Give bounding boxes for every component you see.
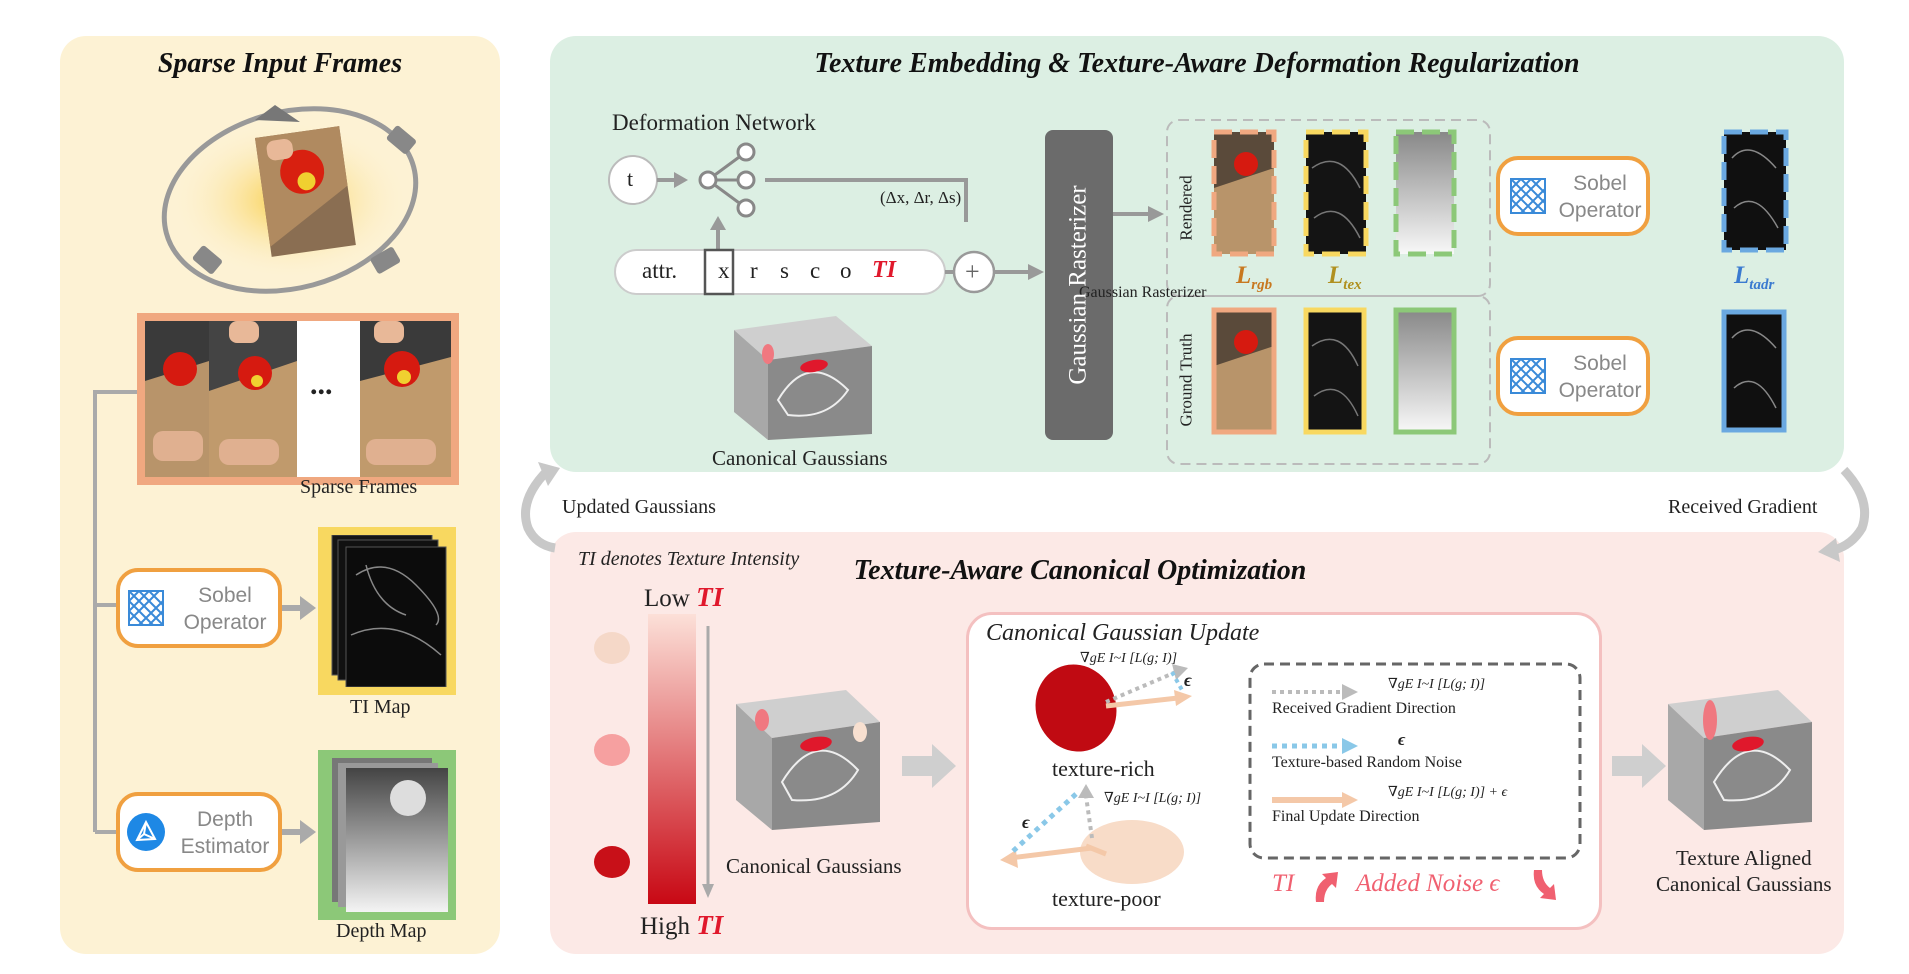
update-title: Canonical Gaussian Update [986, 620, 1260, 646]
low-ti-word: TI [696, 582, 724, 612]
aligned-label-line2: Canonical Gaussians [1656, 872, 1832, 896]
plus-sign: + [965, 257, 980, 286]
arrow-to-update [902, 744, 956, 788]
attr-x[interactable]: x [718, 258, 730, 283]
loss-tadr-sub: tadr [1749, 277, 1775, 293]
loss-tex: Ltex [1328, 262, 1362, 294]
loss-tex-main: L [1328, 262, 1344, 289]
texture-poor-label: texture-poor [1052, 886, 1161, 911]
ti-map-box [318, 527, 456, 695]
texture-aligned-cube [1668, 690, 1812, 830]
legend-noise: Texture-based Random Noise [1272, 754, 1462, 771]
ti-up-text: TI [1272, 870, 1295, 897]
legend-final: Final Update Direction [1272, 808, 1420, 825]
delta-label: (Δx, Δr, Δs) [880, 188, 962, 207]
ti-note: TI denotes Texture Intensity [578, 548, 800, 570]
sparse-frames-images [145, 321, 451, 477]
canonical-gaussians-top-label: Canonical Gaussians [712, 446, 888, 470]
depth-line1: Depth [196, 808, 254, 831]
sobel-left-line2: Operator [183, 611, 267, 634]
sobel-rendered-line1: Sobel [1573, 172, 1627, 195]
texture-embedding-title: Texture Embedding & Texture-Aware Deform… [814, 48, 1580, 79]
canonical-gaussians-bottom-label: Canonical Gaussians [726, 854, 902, 878]
added-noise-text: Added Noise ϵ [1356, 870, 1500, 897]
loss-rgb: Lrgb [1236, 262, 1272, 294]
legend-noise-formula: ϵ [1398, 730, 1406, 749]
high-ti-label: High TI [640, 910, 723, 941]
gaussian-rasterizer-rotated: Gaussian Rasterizer [1065, 185, 1093, 385]
eps-poor: ϵ [1022, 812, 1030, 832]
arrow-to-aligned [1612, 744, 1666, 788]
ground-truth-images [1211, 307, 1457, 435]
high-ti-word: TI [696, 910, 724, 940]
loss-tadr-main: L [1734, 262, 1750, 289]
low-label: Low [644, 585, 690, 612]
grad-formula-poor: ∇gE I~I [L(g; I)] [1104, 791, 1202, 806]
aligned-label-line1: Texture Aligned [1676, 846, 1812, 870]
ti-gradient-scale [594, 614, 714, 904]
up-arrow-icon [1315, 872, 1338, 902]
grad-formula-rich: ∇gE I~I [L(g; I)] [1080, 651, 1178, 666]
sparse-frames-box [137, 313, 459, 485]
canonical-gaussians-cube-bottom [736, 690, 880, 830]
loss-tex-sub: tex [1343, 277, 1362, 293]
camera-orbit-illustration [161, 105, 419, 294]
t-node: t [627, 166, 634, 191]
sobel-rendered-line2: Operator [1558, 199, 1642, 222]
sparse-input-title: Sparse Input Frames [157, 48, 403, 79]
attr-c[interactable]: c [810, 258, 821, 283]
sobel-gt-line1: Sobel [1573, 352, 1627, 375]
ti-map-images [331, 535, 447, 687]
update-illustration [1000, 662, 1582, 884]
depth-map-label: Depth Map [336, 920, 427, 942]
grid-cube-icon [1510, 358, 1546, 394]
ellipsis: ... [310, 368, 333, 401]
canonical-optimization-title: Texture-Aware Canonical Optimization [853, 555, 1307, 586]
ti-map-label: TI Map [350, 696, 411, 718]
gt-label-wrap: Ground Truth [1172, 296, 1202, 464]
sobel-rendered-text: Sobel Operator [1550, 170, 1650, 224]
eps-rich: ϵ [1184, 670, 1192, 690]
rendered-images [1211, 129, 1457, 257]
attr-o[interactable]: o [840, 258, 852, 283]
grid-cube-icon [128, 590, 164, 626]
rendered-label: Rendered [1177, 175, 1197, 241]
deformation-network-diagram [608, 119, 1630, 465]
sobel-gt-text: Sobel Operator [1550, 350, 1650, 404]
legend-received-formula: ∇gE I~I [L(g; I)] [1388, 677, 1486, 692]
attr-ti[interactable]: TI [872, 257, 896, 283]
loss-rgb-main: L [1236, 262, 1252, 289]
grid-cube-icon [1510, 178, 1546, 214]
rendered-label-wrap: Rendered [1172, 120, 1202, 296]
received-gradient-label: Received Gradient [1668, 496, 1818, 518]
network-circle-icon [127, 813, 165, 851]
loss-tadr: Ltadr [1734, 262, 1774, 294]
sobel-left-line1: Sobel [198, 584, 252, 607]
sparse-frames-label: Sparse Frames [300, 476, 418, 498]
depth-map-images [332, 758, 448, 912]
legend-final-formula: ∇gE I~I [L(g; I)] + ϵ [1388, 785, 1508, 800]
high-label: High [640, 913, 690, 940]
edge-result-images [1721, 129, 1789, 433]
texture-rich-label: texture-rich [1052, 756, 1155, 781]
legend-received: Received Gradient Direction [1272, 700, 1456, 717]
depth-estimator-text: Depth Estimator [170, 806, 280, 860]
attr-s[interactable]: s [780, 258, 789, 283]
gaussian-rasterizer-text: Gaussian Rasterizer [1045, 130, 1113, 440]
depth-line2: Estimator [180, 835, 270, 858]
down-arrow-icon [1533, 870, 1556, 900]
attr-r[interactable]: r [750, 258, 758, 283]
depth-map-box [318, 750, 456, 920]
updated-gaussians-label: Updated Gaussians [562, 496, 716, 518]
sobel-gt-line2: Operator [1558, 379, 1642, 402]
canonical-gaussians-cube-top [734, 316, 872, 440]
ground-truth-label: Ground Truth [1177, 333, 1196, 427]
low-ti-label: Low TI [644, 582, 723, 613]
sobel-left-text: Sobel Operator [170, 582, 280, 636]
deformation-network-label: Deformation Network [612, 110, 816, 135]
loss-rgb-sub: rgb [1251, 277, 1273, 293]
attr-label[interactable]: attr. [642, 258, 678, 283]
